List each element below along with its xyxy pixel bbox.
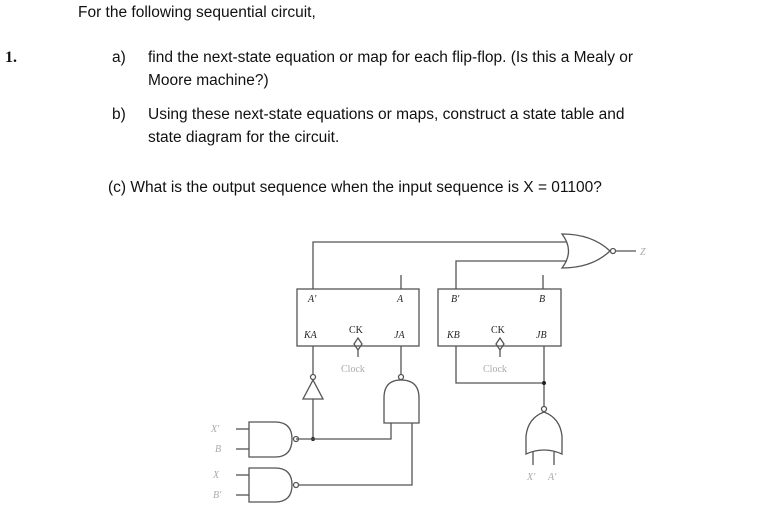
intro-text: For the following sequential circuit, [78, 4, 316, 21]
nand-1 [248, 421, 293, 458]
nor-jb [525, 411, 563, 455]
output-z-label: Z [640, 247, 646, 258]
svg-text:JA: JA [394, 330, 405, 341]
svg-text:B': B' [213, 490, 222, 501]
part-a-marker: a) [112, 49, 126, 66]
svg-text:B: B [215, 444, 221, 455]
part-b-marker: b) [112, 106, 126, 123]
nand-ja [383, 379, 420, 424]
svg-text:CK: CK [349, 325, 364, 336]
problem-number: 1. [5, 49, 17, 66]
svg-text:B': B' [451, 294, 460, 305]
svg-text:KB: KB [446, 330, 460, 341]
svg-text:B: B [539, 294, 545, 305]
part-a-line1: find the next-state equation or map for … [148, 49, 634, 66]
part-a-line2: Moore machine?) [148, 72, 269, 89]
svg-text:JB: JB [536, 330, 547, 341]
svg-text:A': A' [307, 294, 317, 305]
wire-b-bar [455, 260, 567, 289]
svg-text:KA: KA [303, 330, 318, 341]
part-b-line1: Using these next-state equations or maps… [148, 106, 625, 123]
inverter [301, 378, 325, 400]
nor-gate-output [560, 233, 611, 269]
svg-text:X: X [212, 470, 220, 481]
nand-2 [248, 467, 293, 503]
part-b-line2: state diagram for the circuit. [148, 129, 340, 146]
svg-text:X': X' [526, 472, 536, 483]
svg-text:Clock: Clock [341, 364, 365, 375]
svg-text:Clock: Clock [483, 364, 507, 375]
nor-bubble [609, 247, 617, 255]
flip-flop-a [296, 288, 420, 347]
wire-a-bar [312, 241, 567, 289]
flip-flop-b [437, 288, 562, 347]
svg-text:CK: CK [491, 325, 506, 336]
svg-text:A': A' [547, 472, 557, 483]
svg-text:X': X' [210, 424, 220, 435]
svg-text:A: A [396, 294, 404, 305]
part-c-text: (c) What is the output sequence when the… [108, 179, 602, 196]
